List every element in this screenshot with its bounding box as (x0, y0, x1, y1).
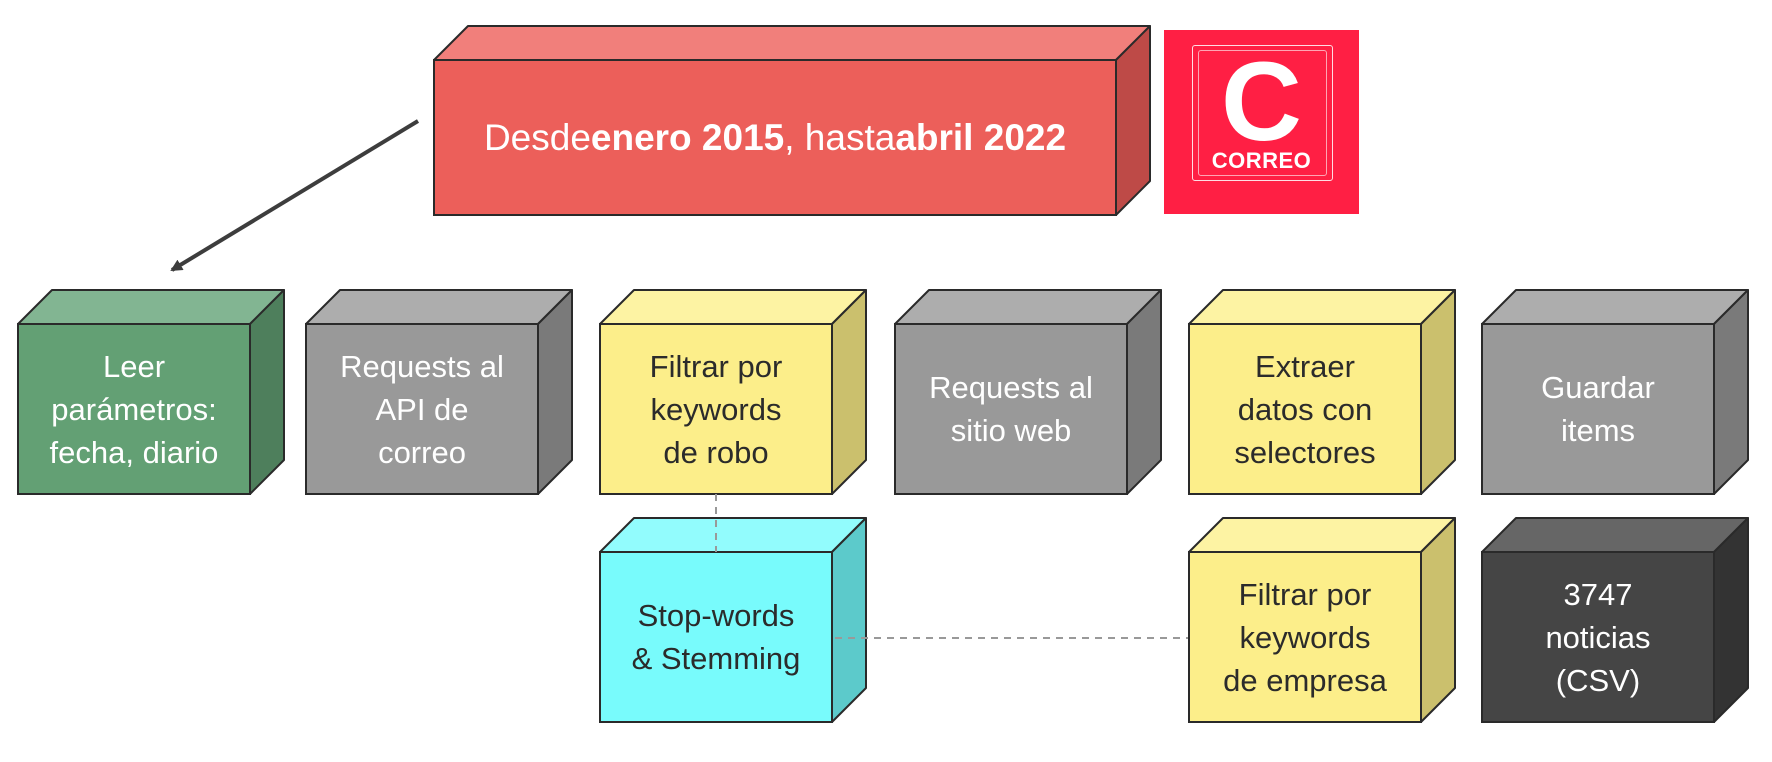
process-box-label-filtrar-empresa: Filtrar por keywords de empresa (1223, 576, 1387, 698)
process-box-leer-parametros (17, 289, 285, 495)
process-box-extraer-datos-front-face (1188, 323, 1422, 495)
process-box-filtrar-empresa-front-face (1188, 551, 1422, 723)
process-box-requests-api-top-face (305, 289, 573, 325)
process-box-requests-api-side-face (537, 289, 573, 495)
process-box-extraer-datos (1188, 289, 1456, 495)
process-box-stop-words (599, 517, 867, 723)
process-box-filtrar-robo-top-face (599, 289, 867, 325)
logo-frame (1192, 45, 1333, 181)
banner-prefix: Desde (483, 116, 591, 158)
process-box-requests-sitio-side-face (1126, 289, 1162, 495)
logo-inner-frame (1198, 50, 1327, 176)
process-box-requests-sitio-front-face (894, 323, 1128, 495)
process-box-label-stop-words: Stop-words & Stemming (631, 598, 801, 676)
process-box-guardar-items-side-face (1713, 289, 1749, 495)
process-box-label-leer-parametros: Leer parámetros: fecha, diario (49, 348, 219, 470)
process-box-filtrar-empresa-top-face (1188, 517, 1456, 553)
date-range-banner-top-face (433, 25, 1151, 61)
logo-brand: CORREO (1211, 148, 1312, 173)
banner-end-date: abril 2022 (895, 116, 1067, 158)
process-box-requests-sitio (894, 289, 1162, 495)
connectors-layer (170, 119, 1188, 639)
process-box-filtrar-robo-side-face (831, 289, 867, 495)
process-box-requests-api (305, 289, 573, 495)
process-box-requests-api-front-face (305, 323, 539, 495)
process-box-leer-parametros-side-face (249, 289, 285, 495)
boxes-layer (17, 25, 1749, 723)
process-box-noticias-csv-front-face (1481, 551, 1715, 723)
process-box-noticias-csv (1481, 517, 1749, 723)
process-box-leer-parametros-top-face (17, 289, 285, 325)
process-box-guardar-items-front-face (1481, 323, 1715, 495)
process-box-stop-words-top-face (599, 517, 867, 553)
process-box-stop-words-side-face (831, 517, 867, 723)
process-box-guardar-items (1481, 289, 1749, 495)
process-box-noticias-csv-top-face (1481, 517, 1749, 553)
process-box-label-requests-sitio: Requests al sitio web (929, 370, 1093, 448)
process-box-filtrar-robo (599, 289, 867, 495)
date-range-banner-front-face (433, 59, 1117, 216)
process-box-guardar-items-top-face (1481, 289, 1749, 325)
date-range-banner (433, 25, 1151, 216)
date-range-banner-text: Desde enero 2015, hasta abril 2022 (434, 60, 1116, 215)
arrow-banner-to-leer (170, 119, 420, 272)
process-box-label-filtrar-robo: Filtrar por keywords de robo (649, 348, 783, 470)
date-range-banner-side-face (1115, 25, 1151, 216)
process-box-extraer-datos-top-face (1188, 289, 1456, 325)
process-box-filtrar-empresa-side-face (1420, 517, 1456, 723)
process-box-noticias-csv-side-face (1713, 517, 1749, 723)
process-box-filtrar-robo-front-face (599, 323, 833, 495)
process-box-label-noticias-csv: 3747 noticias (CSV) (1545, 576, 1651, 698)
process-box-label-requests-api: Requests al API de correo (340, 348, 504, 470)
process-box-filtrar-empresa (1188, 517, 1456, 723)
logo-letter: C (1221, 39, 1302, 164)
banner-middle: , hasta (784, 116, 896, 158)
process-box-label-guardar-items: Guardar items (1541, 370, 1655, 448)
process-box-label-extraer-datos: Extraer datos con selectores (1234, 348, 1376, 470)
process-box-extraer-datos-side-face (1420, 289, 1456, 495)
process-box-requests-sitio-top-face (894, 289, 1162, 325)
process-box-leer-parametros-front-face (17, 323, 251, 495)
correo-logo: C CORREO (1164, 30, 1359, 214)
banner-start-date: enero 2015 (590, 116, 785, 158)
